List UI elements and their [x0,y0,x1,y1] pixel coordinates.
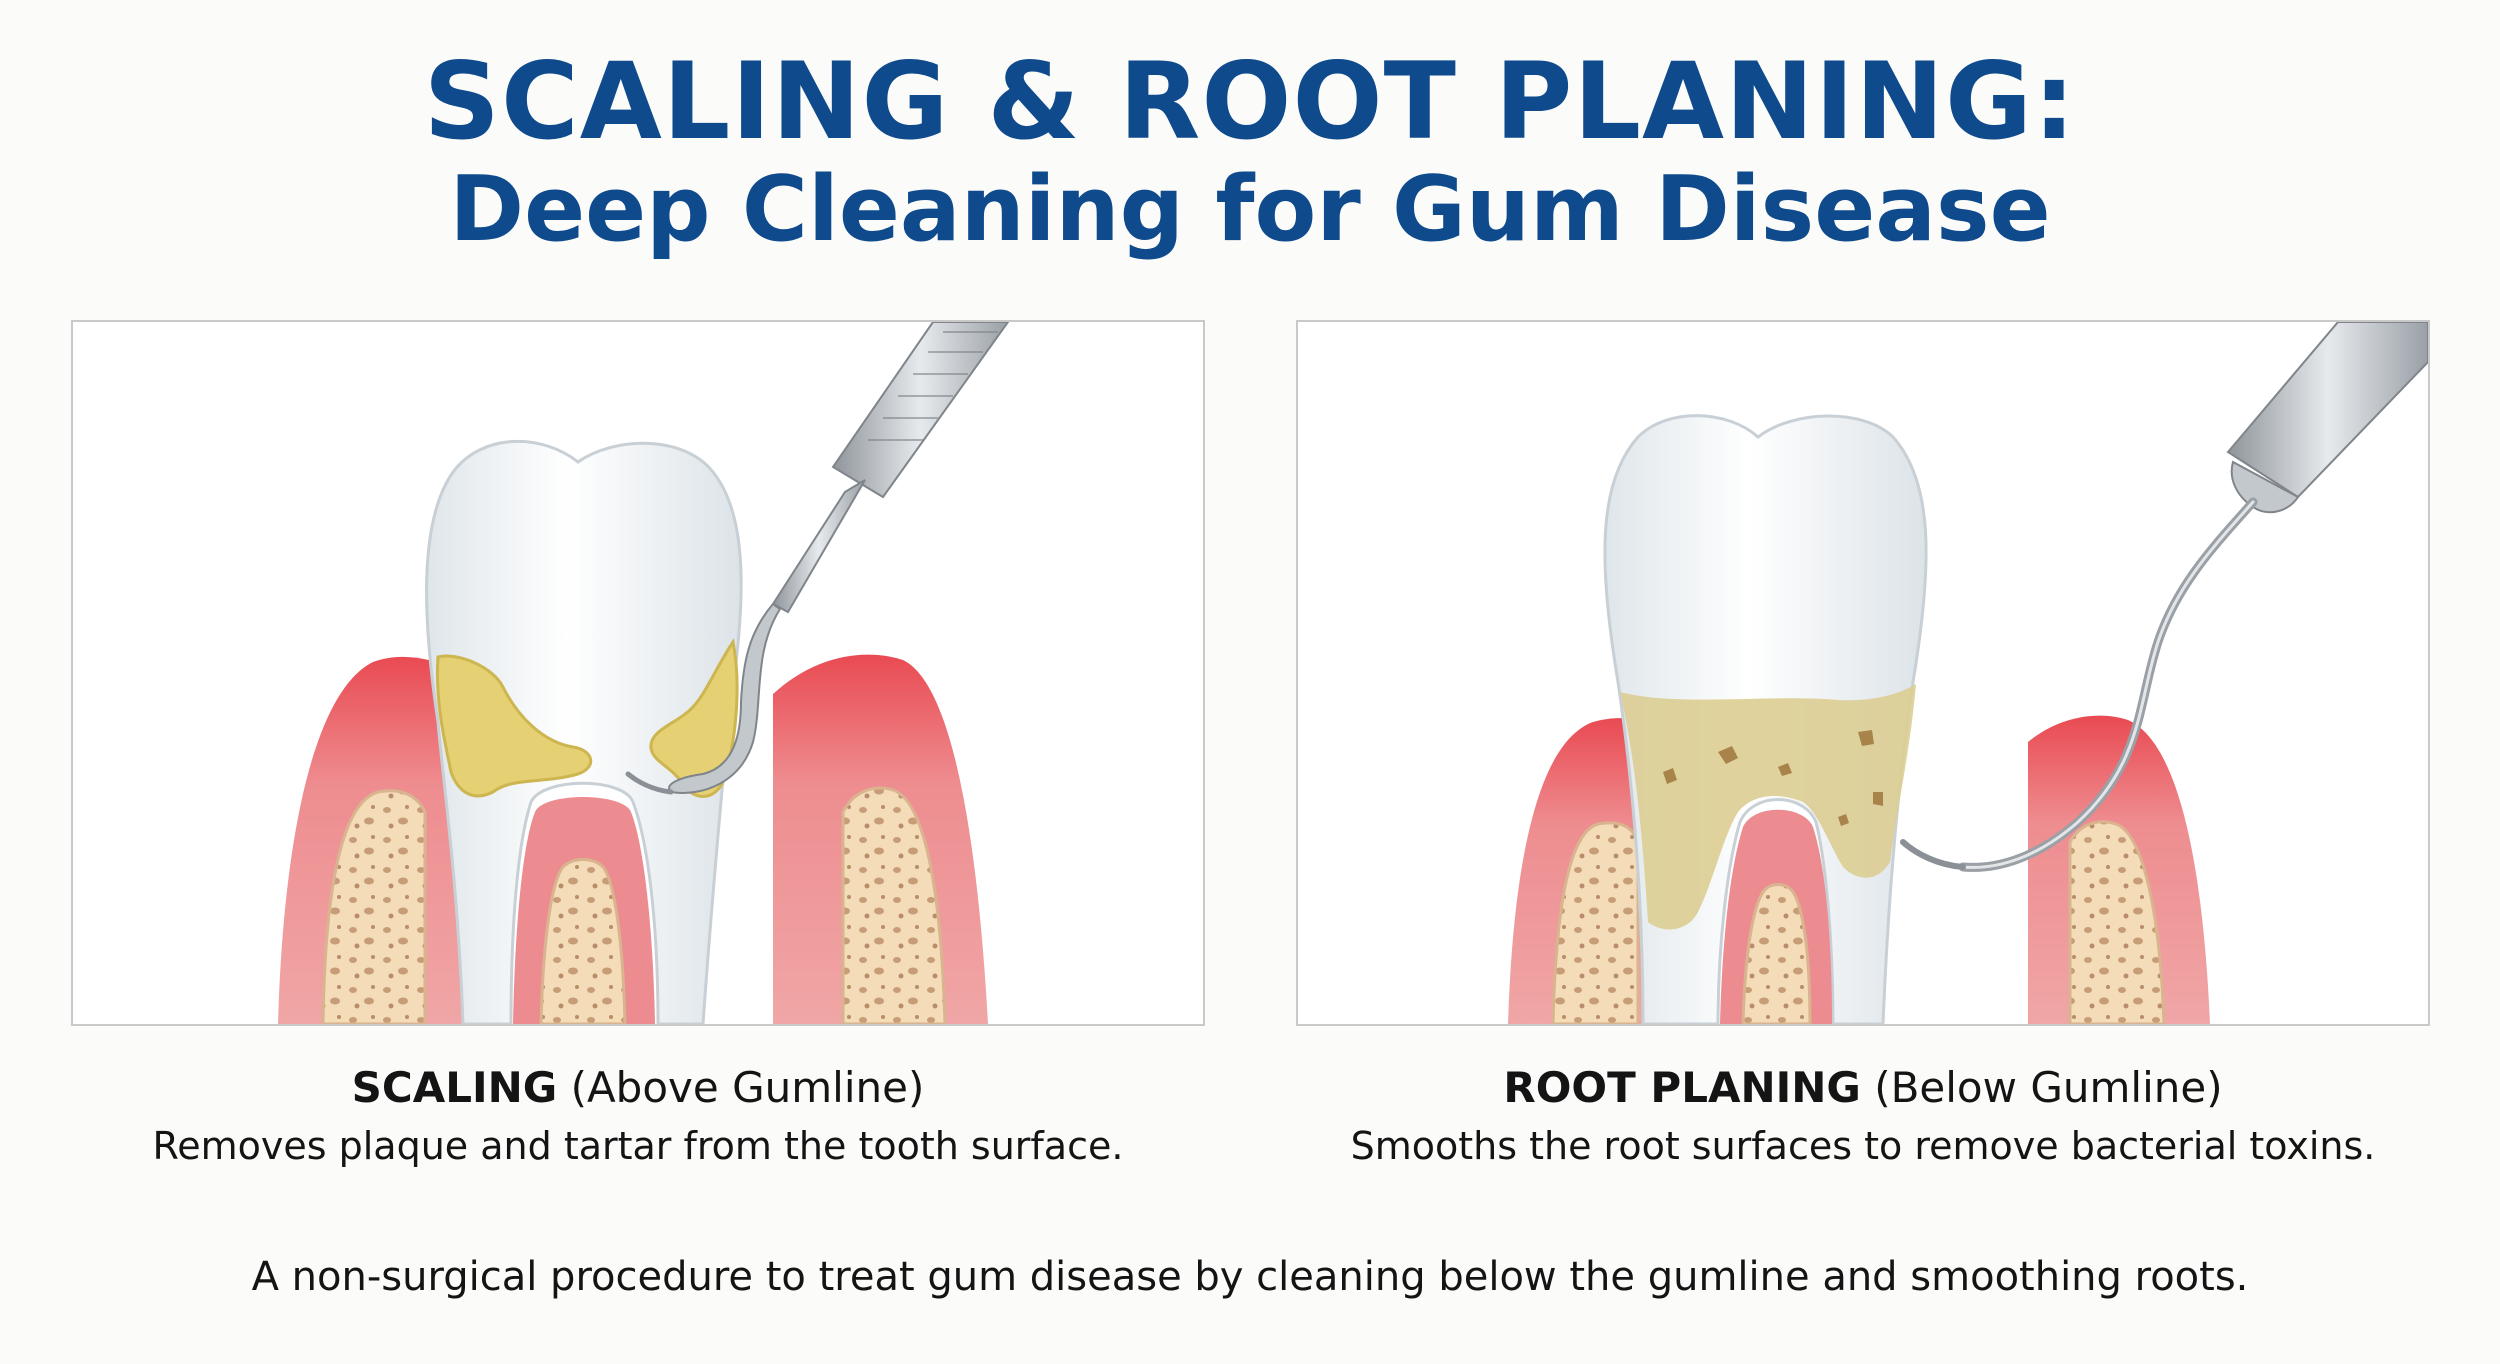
scaling-illustration [73,322,1203,1024]
scaling-description: Removes plaque and tartar from the tooth… [71,1122,1205,1170]
root-planing-heading: ROOT PLANING (Below Gumline) [1296,1062,2430,1114]
scaler-instrument [833,322,1008,497]
scaling-heading-bold: SCALING [352,1063,558,1112]
root-planing-illustration [1298,322,2428,1024]
scaling-illustration-panel [71,320,1205,1026]
root-planing-illustration-panel [1296,320,2430,1026]
root-planing-description: Smooths the root surfaces to remove bact… [1296,1122,2430,1170]
scaling-heading-detail: (Above Gumline) [557,1063,924,1112]
procedure-summary: A non-surgical procedure to treat gum di… [0,1252,2500,1302]
root-planing-heading-bold: ROOT PLANING [1503,1063,1860,1112]
page-title: SCALING & ROOT PLANING: [0,42,2500,162]
scaling-heading: SCALING (Above Gumline) [71,1062,1205,1114]
curette-instrument [2228,322,2428,497]
page-subtitle: Deep Cleaning for Gum Disease [0,158,2500,262]
root-planing-heading-detail: (Below Gumline) [1861,1063,2223,1112]
